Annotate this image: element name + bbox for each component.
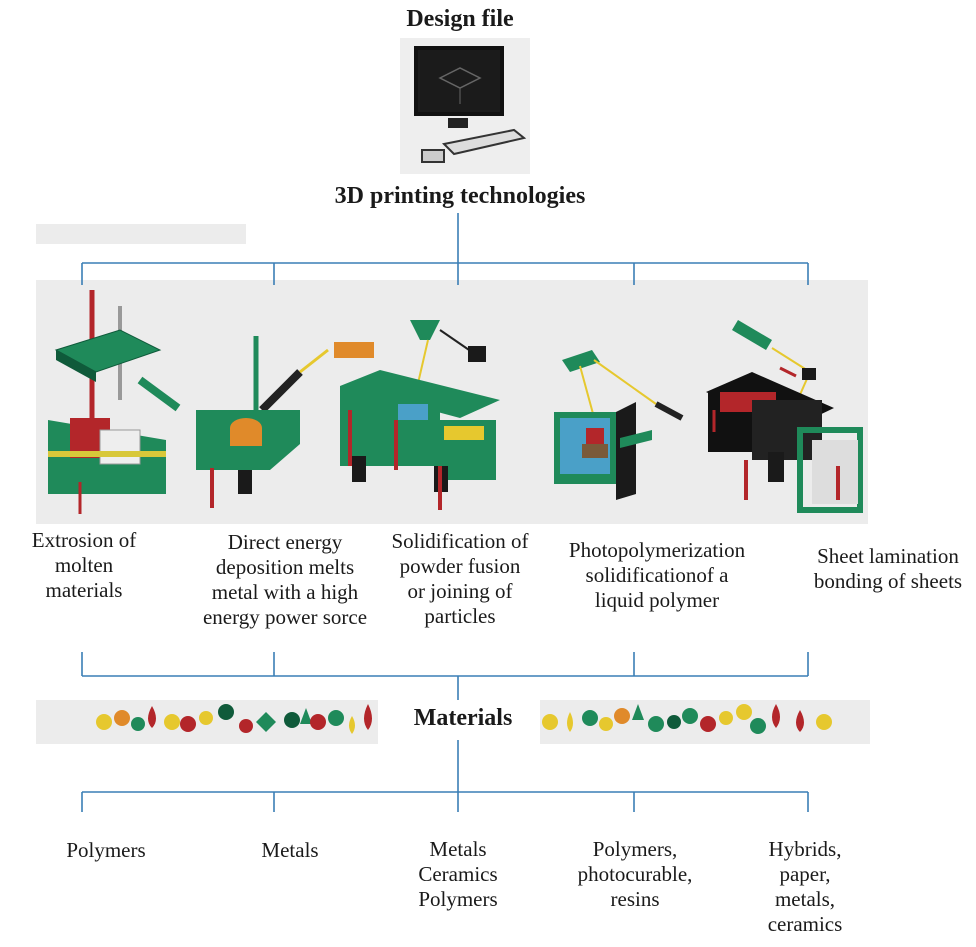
- label-line: molten: [54, 553, 114, 577]
- label-line: deposition melts: [215, 555, 355, 579]
- label-line: paper,: [779, 862, 831, 886]
- label-line: Hybrids,: [768, 837, 842, 861]
- label-line: liquid polymer: [594, 588, 720, 612]
- energy-deposition-machine-icon: [196, 336, 329, 508]
- powder-fusion-machine-icon: [334, 320, 500, 510]
- label-line: Photopolymerization: [568, 538, 746, 562]
- label-line: Metals: [261, 838, 319, 862]
- tech-label-extrusion: Extrosion of molten materials: [4, 528, 164, 603]
- label-line: particles: [424, 604, 496, 628]
- label-line: Polymers: [66, 838, 146, 862]
- material-label-energy-deposition: Metals: [230, 838, 350, 863]
- label-line: bonding of sheets: [813, 569, 963, 593]
- label-line: metals,: [774, 887, 836, 911]
- materials-title: Materials: [413, 705, 513, 731]
- tech-label-powder-fusion: Solidification of powder fusion or joini…: [376, 529, 544, 629]
- extrusion-machine-icon: [48, 290, 181, 514]
- photopolymerization-machine-icon: [554, 350, 684, 500]
- label-line: energy power sorce: [202, 605, 368, 629]
- sheet-lamination-machine-icon: [706, 320, 863, 513]
- label-line: resins: [610, 887, 660, 911]
- material-label-extrusion: Polymers: [36, 838, 176, 863]
- label-line: metal with a high: [211, 580, 359, 604]
- label-line: or joining of: [407, 579, 513, 603]
- label-line: materials: [45, 578, 123, 602]
- label-line: ceramics: [767, 912, 843, 936]
- tech-label-energy-deposition: Direct energy deposition melts metal wit…: [192, 530, 378, 630]
- label-line: solidificationof a: [585, 563, 729, 587]
- material-label-sheet-lamination: Hybrids, paper, metals, ceramics: [740, 837, 870, 937]
- label-line: photocurable,: [577, 862, 693, 886]
- label-line: Extrosion of: [31, 528, 137, 552]
- label-line: Ceramics: [418, 862, 498, 886]
- material-label-powder-fusion: Metals Ceramics Polymers: [398, 837, 518, 912]
- computer-icon: [400, 38, 530, 174]
- label-line: Solidification of: [391, 529, 529, 553]
- tech-label-sheet-lamination: Sheet lamination bonding of sheets: [800, 544, 976, 594]
- label-line: Polymers,: [592, 837, 678, 861]
- material-label-photopolymerization: Polymers, photocurable, resins: [560, 837, 710, 912]
- tech-label-photopolymerization: Photopolymerization solidificationof a l…: [552, 538, 762, 613]
- label-line: powder fusion: [399, 554, 521, 578]
- top-left-band: [36, 224, 246, 244]
- label-line: Sheet lamination: [817, 544, 959, 568]
- label-line: Polymers: [418, 887, 498, 911]
- label-line: Direct energy: [227, 530, 343, 554]
- design-file-title: Design file: [406, 6, 514, 32]
- label-line: Metals: [429, 837, 487, 861]
- technologies-title: 3D printing technologies: [334, 183, 586, 209]
